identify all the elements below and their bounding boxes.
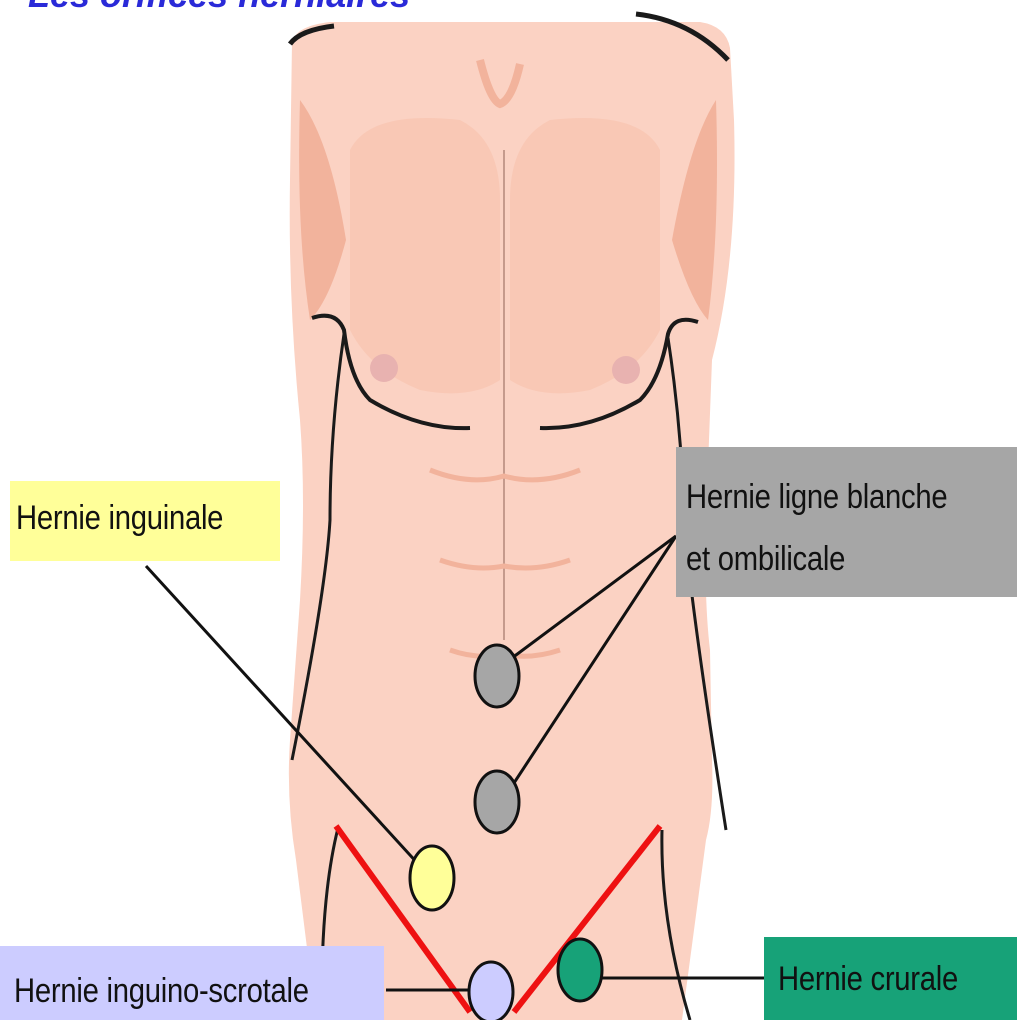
left-pectoral-shade [350,118,500,393]
marker-inguino-scrotale [469,962,513,1020]
label-hernie-ligne-blanche-line2: et ombilicale [686,540,845,579]
label-hernie-inguino-scrotale: Hernie inguino-scrotale [14,972,309,1011]
right-pectoral-shade [510,118,660,393]
label-hernie-crurale: Hernie crurale [778,960,958,999]
label-hernie-ligne-blanche-line1: Hernie ligne blanche [686,478,947,517]
left-nipple [370,354,398,382]
marker-ombilicale-lower [475,771,519,833]
marker-crurale [558,939,602,1001]
right-nipple [612,356,640,384]
marker-ligne-blanche-upper [475,645,519,707]
label-hernie-inguinale: Hernie inguinale [16,499,223,538]
marker-inguinale [410,846,454,910]
